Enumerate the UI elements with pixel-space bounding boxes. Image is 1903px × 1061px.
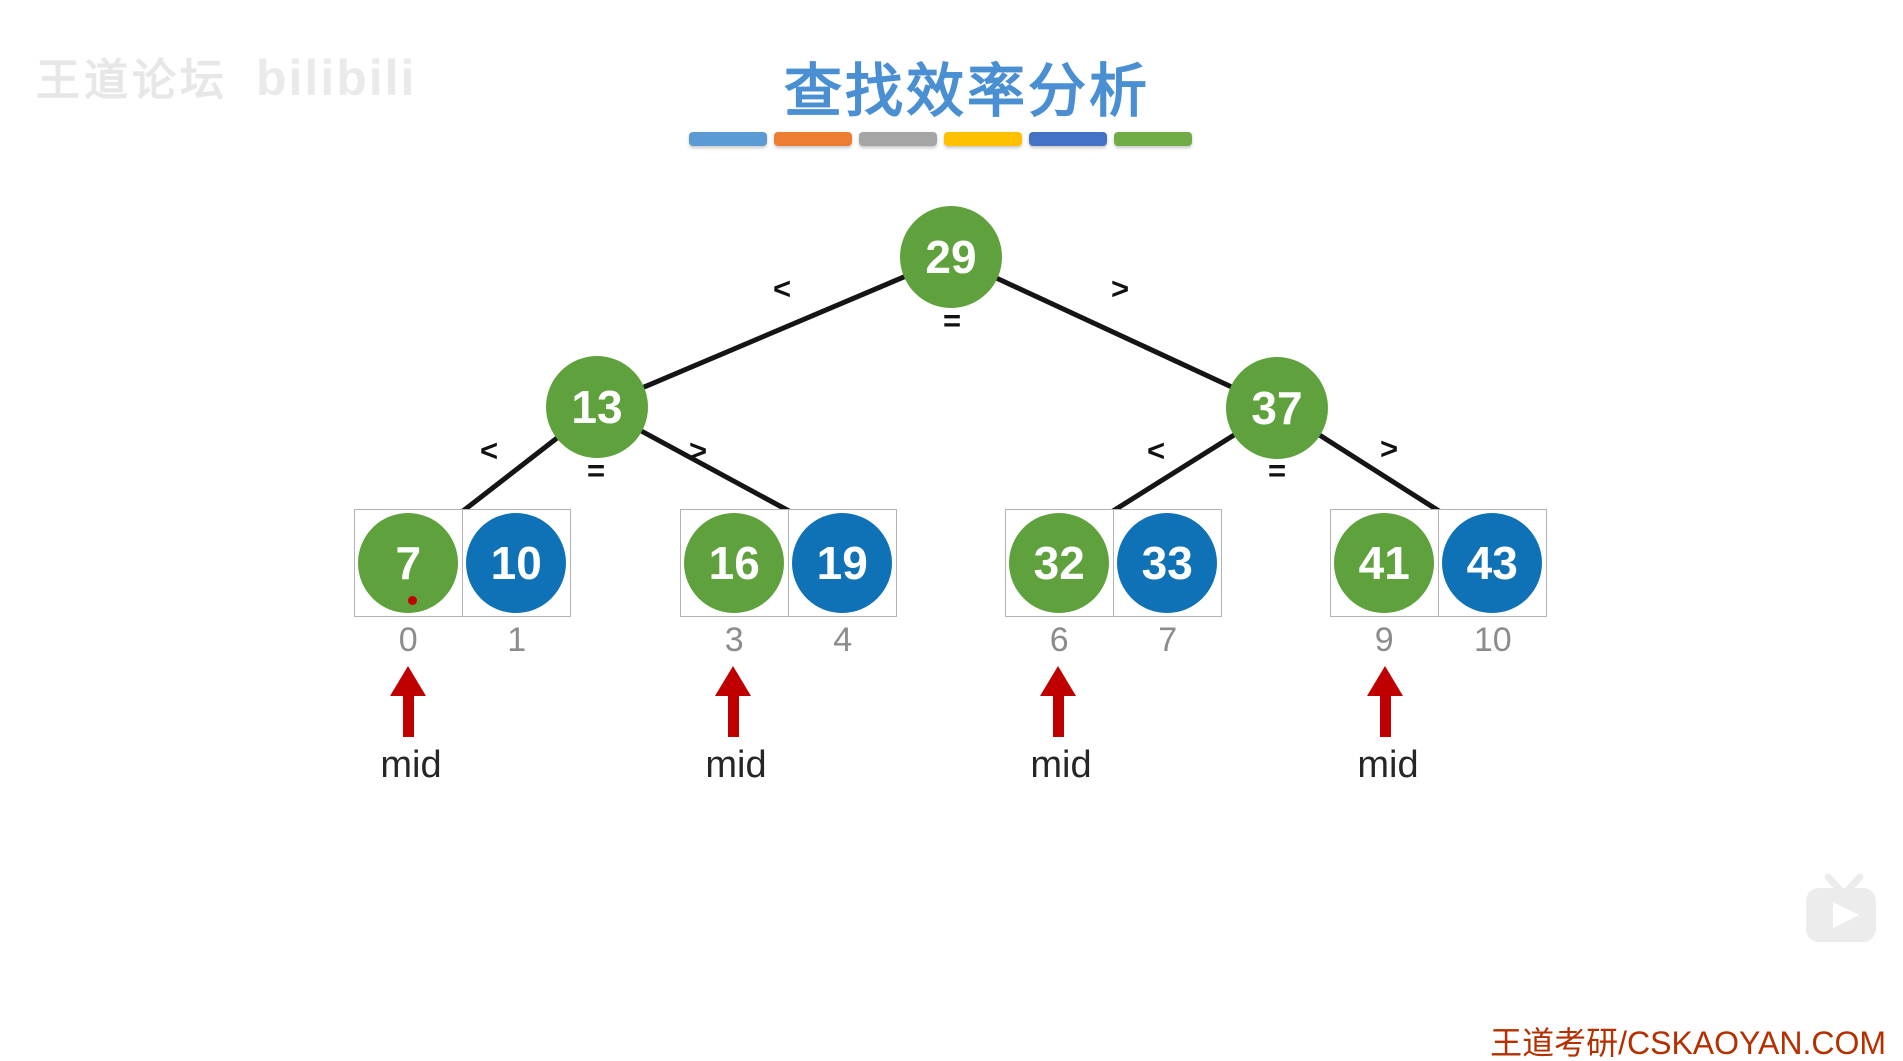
arrow-stem [1052, 696, 1064, 737]
leaf-node: 43 [1442, 513, 1543, 613]
edge-label-equal: = [586, 453, 606, 488]
array-cell: 19 [788, 509, 897, 617]
index-label: 4 [833, 621, 853, 659]
underline-bar-gold [944, 132, 1022, 146]
watermark-brand: 王道论坛 [36, 56, 228, 105]
edge-label-less: < [479, 433, 499, 468]
underline-bar-green [1114, 132, 1192, 146]
array-pair-4: 41 43 [1330, 509, 1547, 617]
mid-arrow-3 [1040, 666, 1076, 737]
array-cell: 10 [462, 509, 571, 617]
tree-node-root: 29 [900, 206, 1002, 308]
leaf-node: 19 [792, 513, 893, 613]
underline-bar-blue [689, 132, 767, 146]
leaf-node: 16 [684, 513, 785, 613]
bilibili-logo: bilibili [256, 50, 417, 106]
array-cell: 41 [1330, 509, 1439, 617]
arrow-stem [1379, 696, 1391, 737]
index-row-3: 6 7 [1005, 621, 1222, 660]
edge-label-less: < [1146, 433, 1166, 468]
mid-label-1: mid [380, 744, 442, 786]
edge-label-greater: > [1110, 271, 1130, 306]
array-cell: 33 [1113, 509, 1222, 617]
array-pair-3: 32 33 [1005, 509, 1222, 617]
leaf-node: 7 [358, 513, 459, 613]
underline-bar-gray [859, 132, 937, 146]
mid-label-2: mid [705, 744, 767, 786]
edge-label-greater: > [688, 433, 708, 468]
mid-label-3: mid [1030, 744, 1092, 786]
leaf-node: 10 [466, 513, 567, 613]
array-pair-2: 16 19 [680, 509, 897, 617]
index-label: 7 [1158, 621, 1178, 659]
arrow-stem [402, 696, 414, 737]
tree-node-right: 37 [1226, 357, 1328, 459]
underline-bar-orange [774, 132, 852, 146]
watermark: 王道论坛 bilibili [36, 44, 416, 108]
tree-node-left: 13 [546, 356, 648, 458]
array-cell: 16 [680, 509, 789, 617]
edge-label-equal: = [1267, 453, 1287, 488]
leaf-node: 41 [1334, 513, 1435, 613]
index-label: 3 [724, 621, 744, 659]
index-label: 0 [398, 621, 418, 659]
page-title: 查找效率分析 [783, 59, 1151, 124]
index-row-1: 0 1 [354, 621, 571, 660]
arrow-up-icon [390, 666, 426, 696]
mid-arrow-2 [715, 666, 751, 737]
index-label: 10 [1473, 621, 1512, 659]
mid-arrow-4 [1367, 666, 1403, 737]
array-cell: 43 [1438, 509, 1547, 617]
edge-label-equal: = [942, 303, 962, 338]
index-label: 9 [1374, 621, 1394, 659]
arrow-up-icon [1040, 666, 1076, 696]
mid-arrow-1 [390, 666, 426, 737]
underline-bar-darkblue [1029, 132, 1107, 146]
laser-pointer-dot [408, 596, 417, 605]
index-label: 1 [507, 621, 527, 659]
edge-label-less: < [772, 271, 792, 306]
arrow-up-icon [1367, 666, 1403, 696]
title-underline-bars [689, 132, 1192, 146]
arrow-up-icon [715, 666, 751, 696]
edge-label-greater: > [1379, 431, 1399, 466]
index-label: 6 [1049, 621, 1069, 659]
array-pair-1: 7 10 [354, 509, 571, 617]
bilibili-tv-icon [1806, 873, 1876, 942]
leaf-node: 32 [1009, 513, 1110, 613]
index-row-2: 3 4 [680, 621, 897, 660]
array-cell: 32 [1005, 509, 1114, 617]
footer-credit: 王道考研/CSKAOYAN.COM [1490, 1025, 1886, 1061]
edge-root-right [948, 254, 1280, 411]
edge-root-left [594, 254, 954, 410]
index-row-4: 9 10 [1330, 621, 1547, 660]
mid-label-4: mid [1357, 744, 1419, 786]
arrow-stem [727, 696, 739, 737]
leaf-node: 33 [1117, 513, 1218, 613]
